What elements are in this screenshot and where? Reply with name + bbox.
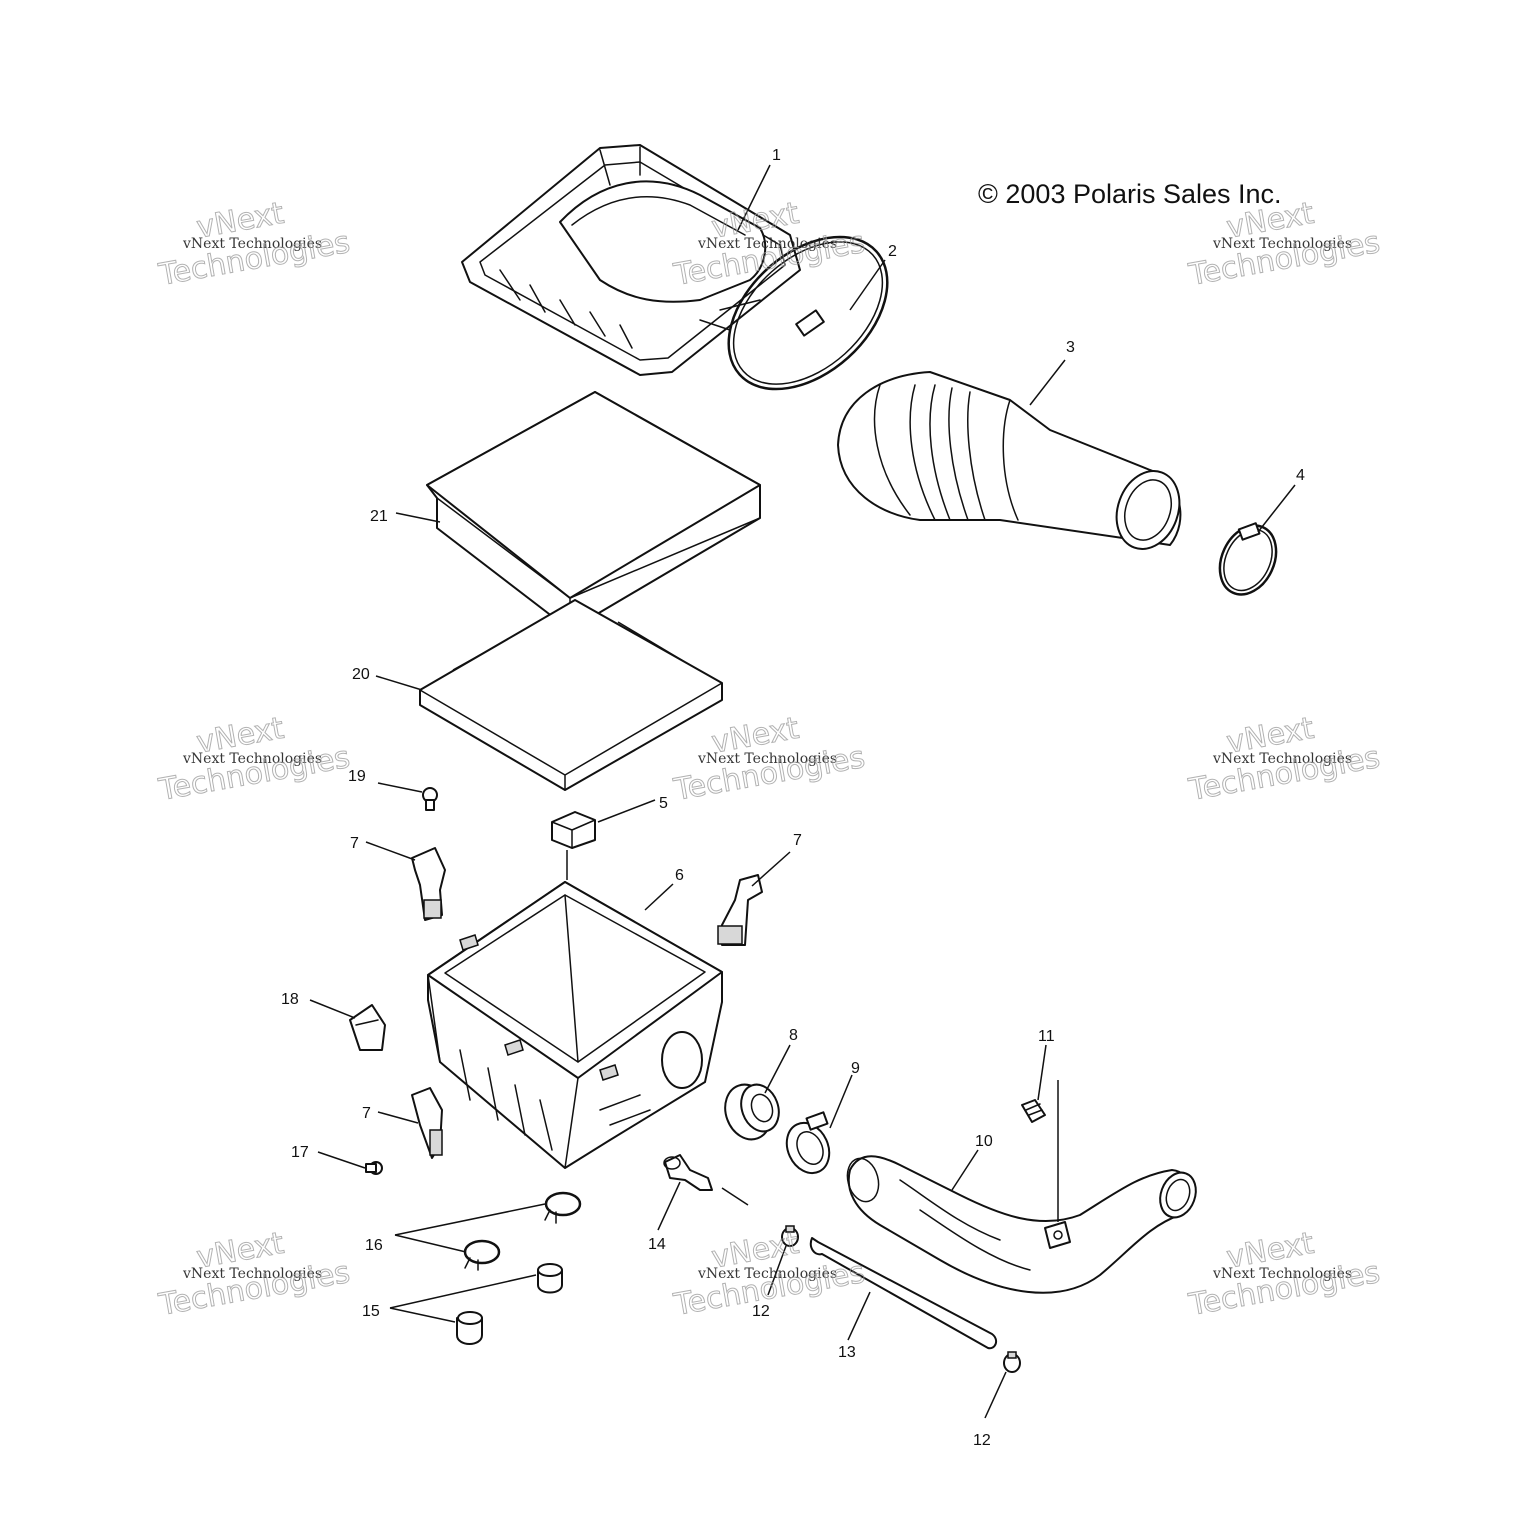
callout-14: 14 <box>648 1236 666 1253</box>
svg-text:vNext Technologies: vNext Technologies <box>182 751 322 767</box>
part-7-clip-left <box>411 847 446 921</box>
leader-lines <box>309 164 1296 1419</box>
svg-text:vNext Technologies: vNext Technologies <box>1212 1266 1352 1282</box>
svg-text:vNext Technologies: vNext Technologies <box>697 236 837 252</box>
part-2-hose-clamp <box>727 235 889 391</box>
part-7-clip-lower <box>411 1087 443 1159</box>
svg-text:vNext Technologies: vNext Technologies <box>1212 236 1352 252</box>
callout-7-lower: 7 <box>362 1105 371 1122</box>
svg-text:vNext Technologies: vNext Technologies <box>182 1266 322 1282</box>
part-18-clamp <box>349 1004 386 1051</box>
part-16-spring-clamps <box>463 1191 582 1271</box>
watermark-4: vNext vNext Technologies Technologies <box>155 710 353 808</box>
part-17-screw <box>365 1161 383 1175</box>
watermark-8: vNext vNext Technologies Technologies <box>670 1225 868 1323</box>
watermark-6: vNext vNext Technologies Technologies <box>1185 710 1383 808</box>
part-3-intake-boot <box>837 371 1182 550</box>
watermark-1: vNext vNext Technologies Technologies <box>155 195 353 293</box>
part-8-grommet <box>724 1083 780 1141</box>
part-13-tube <box>809 1237 998 1350</box>
part-19-screw <box>422 787 438 811</box>
callout-9: 9 <box>851 1060 860 1077</box>
watermark-7: vNext vNext Technologies Technologies <box>155 1225 353 1323</box>
copyright-text: © 2003 Polaris Sales Inc. <box>978 179 1282 209</box>
part-1-airbox-cover <box>461 144 801 376</box>
callout-7-left: 7 <box>350 835 359 852</box>
part-4-hose-clamp <box>1218 522 1278 596</box>
callout-10: 10 <box>975 1133 993 1150</box>
callout-2: 2 <box>888 243 897 260</box>
callout-5: 5 <box>659 795 668 812</box>
watermark-2: vNext vNext Technologies Technologies <box>670 195 868 293</box>
callout-8: 8 <box>789 1027 798 1044</box>
part-12-clamps <box>781 1225 1021 1373</box>
callout-numbers: 1 2 3 4 5 6 7 7 7 8 9 10 11 12 12 13 14 … <box>281 147 1305 1449</box>
watermark-9: vNext vNext Technologies Technologies <box>1185 1225 1383 1323</box>
part-5-block <box>551 811 596 849</box>
part-6-airbox-base <box>427 881 723 1169</box>
part-20-filter-screen <box>419 599 723 791</box>
part-21-air-filter <box>426 391 761 631</box>
callout-1: 1 <box>772 147 781 164</box>
svg-text:vNext Technologies: vNext Technologies <box>697 1266 837 1282</box>
callout-21: 21 <box>370 508 388 525</box>
part-7-clip-right <box>717 874 763 946</box>
callout-11: 11 <box>1038 1028 1055 1045</box>
svg-text:vNext Technologies: vNext Technologies <box>1212 751 1352 767</box>
callout-16: 16 <box>365 1237 383 1254</box>
callout-12-lower: 12 <box>973 1432 991 1449</box>
callout-17: 17 <box>291 1144 309 1161</box>
callout-7-right: 7 <box>793 832 802 849</box>
part-14-fitting <box>663 1154 713 1191</box>
callout-20: 20 <box>352 666 370 683</box>
svg-text:vNext Technologies: vNext Technologies <box>182 236 322 252</box>
callout-6: 6 <box>675 867 684 884</box>
callout-3: 3 <box>1066 339 1075 356</box>
part-15-caps <box>456 1263 563 1345</box>
svg-text:vNext Technologies: vNext Technologies <box>697 751 837 767</box>
callout-4: 4 <box>1296 467 1305 484</box>
callout-12-upper: 12 <box>752 1303 770 1320</box>
part-11-screw <box>1021 1099 1046 1123</box>
part-9-clamp <box>785 1111 831 1175</box>
callout-13: 13 <box>838 1344 856 1361</box>
callout-19: 19 <box>348 768 366 785</box>
callout-15: 15 <box>362 1303 380 1320</box>
part-10-duct <box>846 1155 1197 1294</box>
callout-18: 18 <box>281 991 299 1008</box>
